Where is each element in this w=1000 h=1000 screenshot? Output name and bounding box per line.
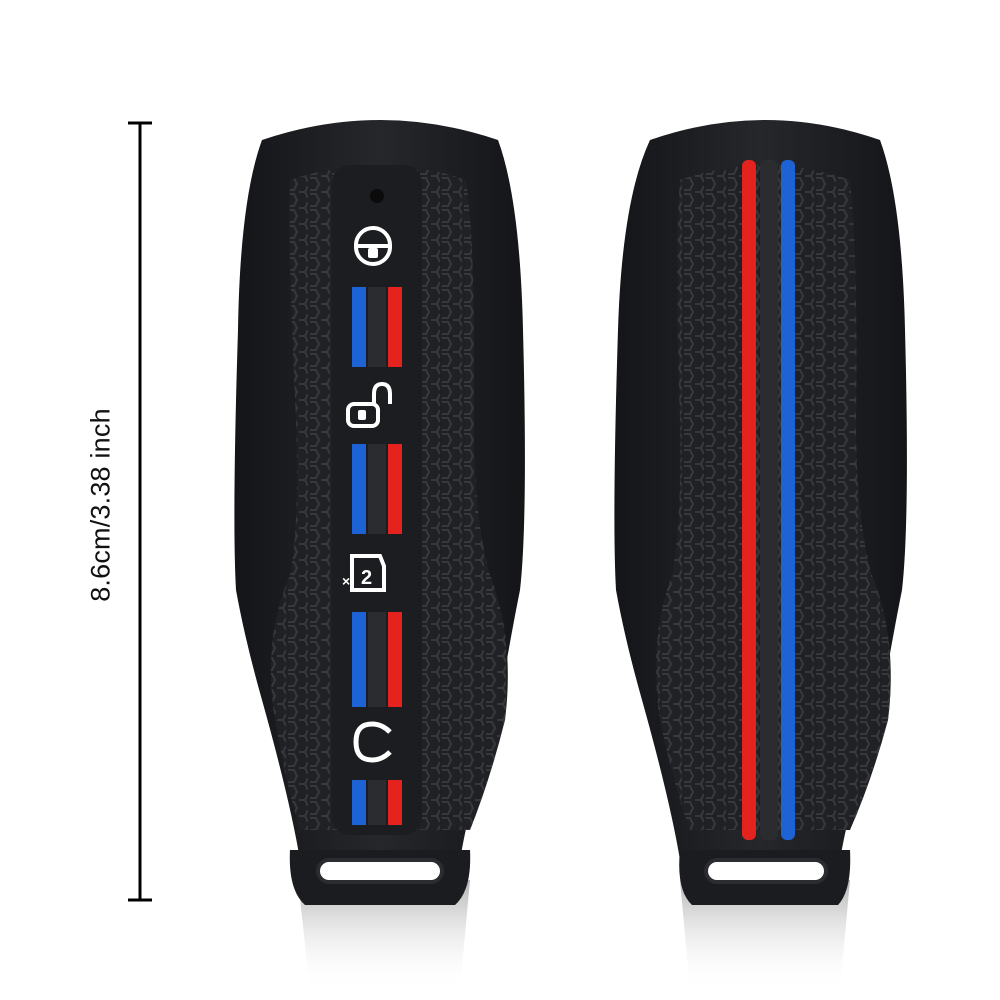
stripe-group — [352, 780, 402, 825]
dimension-label: 8.6cm/3.38 inch — [85, 408, 116, 602]
long-stripes — [742, 160, 795, 840]
remote-start-icon[interactable] — [353, 721, 392, 763]
svg-text:×: × — [342, 573, 350, 589]
dimension-marker — [128, 121, 152, 902]
trunk-icon[interactable]: 2 × — [342, 554, 386, 592]
key-cover-front: 2 × — [234, 120, 525, 990]
key-cover-back — [614, 120, 907, 990]
svg-text:2: 2 — [361, 567, 372, 589]
stripe-group — [352, 444, 402, 534]
unlock-icon[interactable] — [346, 381, 392, 428]
stripe-group — [352, 612, 402, 707]
lock-icon[interactable] — [354, 226, 392, 266]
stripe-group — [352, 287, 402, 367]
